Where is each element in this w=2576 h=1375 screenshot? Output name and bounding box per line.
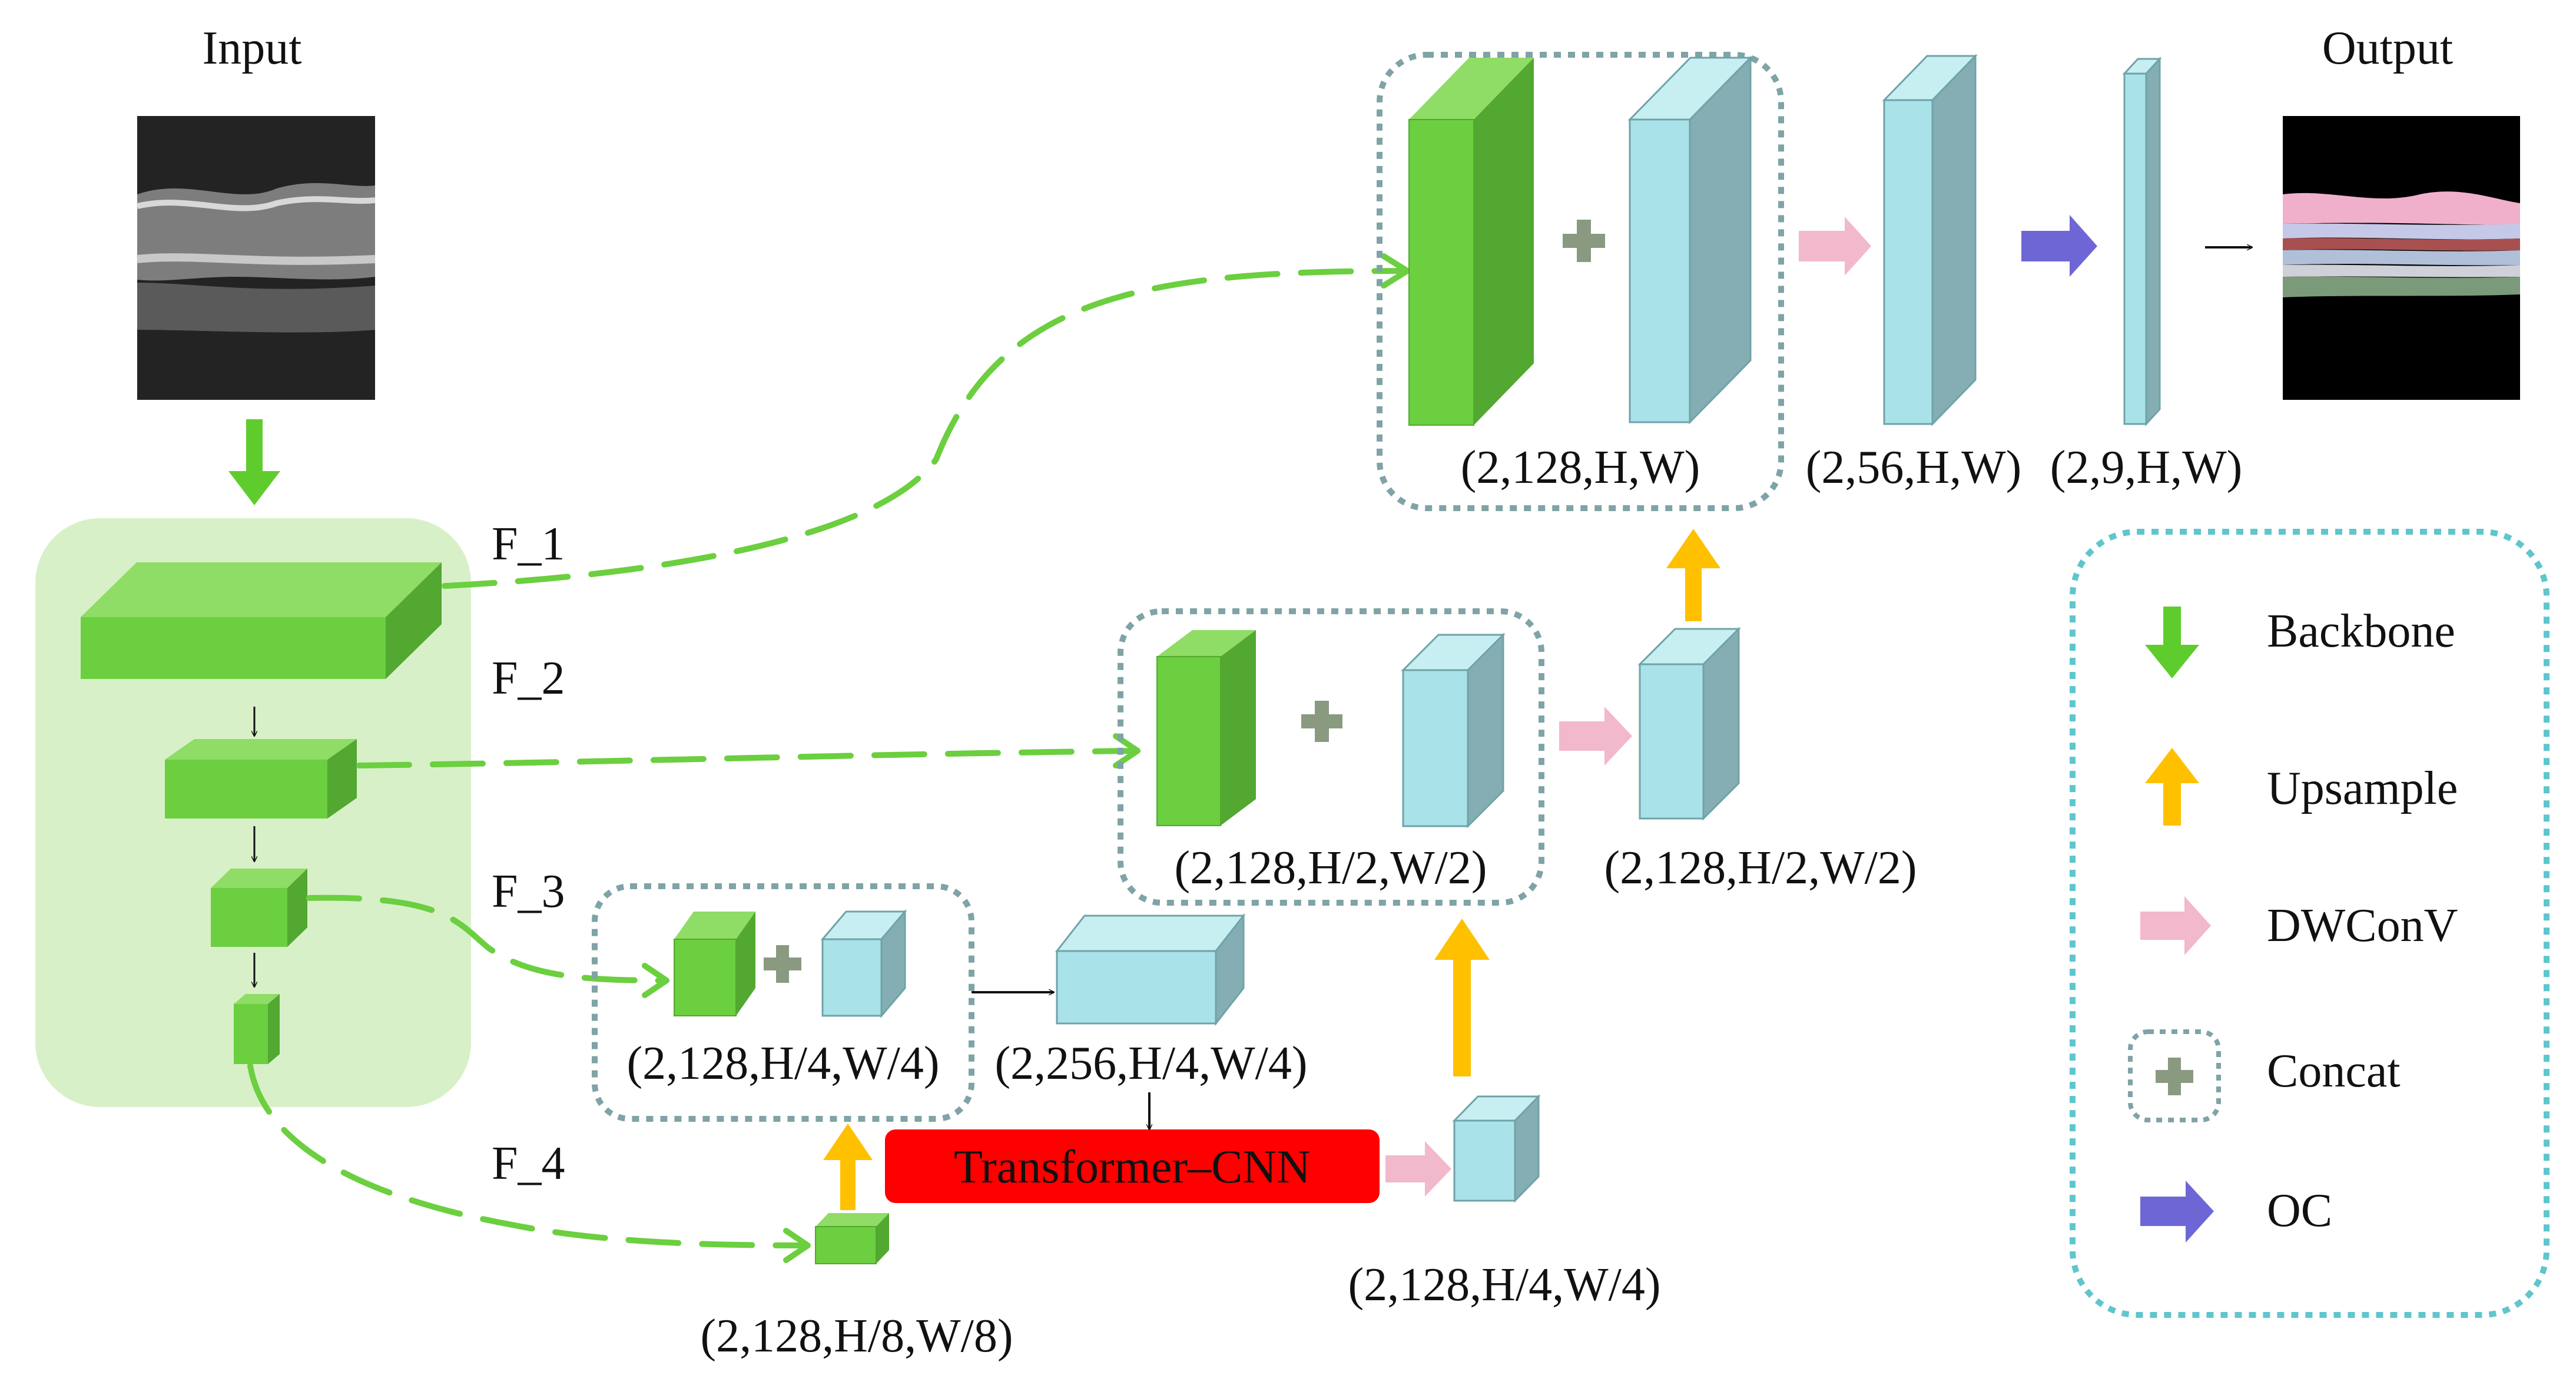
skip-connection-f4 [247,1063,810,1248]
top-out-block [2122,57,2162,426]
skip-arrowhead-f3 [642,963,669,998]
legend-item-backbone: Backbone [2145,605,2455,678]
output-segmentation-image [2283,116,2520,400]
green-down-arrow-icon [2145,607,2199,678]
legend-item-oc: OC [2140,1181,2332,1243]
input-oct-image [136,116,376,400]
backbone-block-f4 [234,994,280,1064]
output-title: Output [2322,22,2453,74]
top-green-block [1408,58,1534,426]
oc-arrow-icon [2021,215,2097,277]
skip-arrowhead-f2 [1113,733,1141,768]
input-title: Input [203,22,302,74]
shape-label-mid-up: (2,128,H/2,W/2) [1604,842,1917,894]
dwconv-arrow-icon [1799,217,1871,276]
legend-item-upsample: Upsample [2145,748,2458,826]
middle-up-block [1637,627,1741,821]
middle-cyan-block [1401,632,1506,829]
feature-label-f1: F_1 [492,518,565,570]
shape-label-top-conv: (2,56,H,W) [1806,442,2022,493]
low-cyan-block [820,909,907,1019]
top-cyan-block [1627,55,1753,425]
skip-arrowhead-f1 [1381,253,1410,289]
skip-connection-f3 [306,894,668,983]
skip-arrowhead-f4 [783,1228,811,1263]
concat-box-low [592,883,974,1122]
backbone-block-f2 [165,739,357,819]
shape-label-f4-block: (2,128,H/8,W/8) [700,1310,1013,1362]
skip-connection-f2 [356,748,1139,768]
legend-label-upsample: Upsample [2267,763,2458,814]
plus-icon [2156,1058,2193,1095]
shape-label-low-concat: (2,128,H/4,W/4) [626,1038,939,1089]
feature-label-f4: F_4 [492,1138,565,1190]
orange-up-arrow-icon [2145,748,2199,826]
feature-label-f3: F_3 [492,866,565,917]
backbone-arrow-icon [228,419,280,505]
shape-label-top-out: (2,9,H,W) [2050,442,2243,493]
low-green-block [674,912,755,1016]
legend-item-dwconv: DWConV [2140,896,2458,955]
feature-label-f2: F_2 [492,652,565,704]
legend-label-oc: OC [2267,1185,2332,1237]
f4-green-block [815,1213,889,1264]
low-wide-block [1055,913,1246,1026]
top-conv-block [1882,54,1978,426]
legend-item-concat: Concat [2128,1029,2401,1122]
legend-label-dwconv: DWConV [2267,900,2458,952]
shape-label-low-out: (2,128,H/4,W/4) [1348,1259,1660,1311]
plus-icon [1301,701,1342,742]
concat-box-top [1377,52,1784,511]
legend-label-concat: Concat [2267,1045,2401,1097]
purple-right-arrow-icon [2140,1181,2214,1243]
plus-icon [1563,220,1605,262]
transformer-cnn-label: Transformer–CNN [954,1141,1311,1193]
middle-green-block [1156,630,1256,826]
low-out-block [1452,1094,1541,1203]
legend-box [2070,529,2550,1318]
shape-label-top-concat: (2,128,H,W) [1461,442,1700,493]
skip-connection-f1 [442,268,1410,589]
upsample-arrow-icon [823,1124,873,1210]
dwconv-arrow-icon [1559,707,1632,766]
backbone-block-f3 [211,869,307,947]
shape-label-low-wide: (2,256,H/4,W/4) [994,1038,1307,1089]
plus-icon [764,945,801,983]
pink-right-arrow-icon [2140,896,2211,955]
dwconv-arrow-icon [1385,1141,1451,1197]
transformer-cnn-block [885,1129,1380,1203]
legend-label-backbone: Backbone [2267,605,2455,657]
upsample-arrow-icon [1666,529,1720,621]
backbone-block-f1 [81,562,442,679]
skip-connections [247,268,1410,1248]
upsample-arrow-icon [1434,919,1490,1076]
shape-label-mid-concat: (2,128,H/2,W/2) [1174,842,1487,894]
